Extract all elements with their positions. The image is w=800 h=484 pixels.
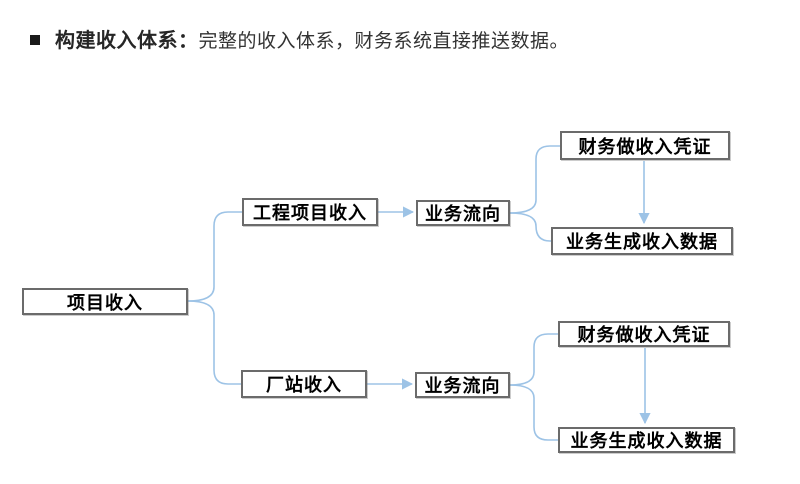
node-finance-voucher-bottom: 财务做收入凭证 [558,321,730,347]
node-project-revenue: 项目收入 [22,288,188,315]
square-bullet-icon [30,34,40,45]
node-business-flow-bottom: 业务流向 [415,372,510,398]
node-business-flow-top: 业务流向 [416,200,510,226]
node-plant-station-revenue: 厂站收入 [241,370,367,398]
section-header: 构建收入体系： 完整的收入体系，财务系统直接推送数据。 [30,24,770,53]
connector-root-to-engineering [187,211,242,302]
connector-topflow-to-data [509,212,557,242]
node-engineering-project-revenue: 工程项目收入 [242,198,378,226]
connector-bottomflow-to-data [509,384,558,441]
header-body: 完整的收入体系，财务系统直接推送数据。 [198,31,570,52]
connector-topflow-to-voucher [509,145,560,214]
connector-root-to-plant [187,300,241,385]
node-business-income-data-bottom: 业务生成收入数据 [558,427,735,453]
header-lead: 构建收入体系： [55,30,199,52]
connector-bottomflow-to-voucher [509,333,558,386]
node-finance-voucher-top: 财务做收入凭证 [560,131,730,160]
node-business-income-data-top: 业务生成收入数据 [551,227,733,255]
